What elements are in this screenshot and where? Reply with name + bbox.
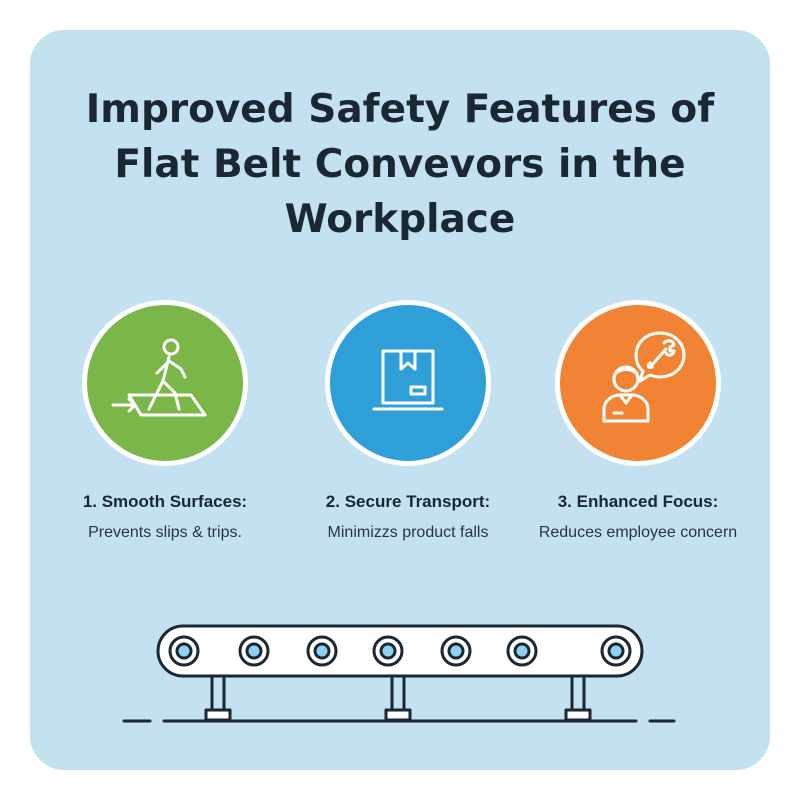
feature-circle-orange [555,300,721,466]
roller [372,635,404,667]
feature-heading: 3. Enhanced Focus: [557,492,719,511]
roller [168,635,200,667]
feature-description: Prevents slips & trips. [88,524,242,541]
roller [440,635,472,667]
flat-belt-conveyor-icon [122,624,676,723]
feature-circle-blue [325,300,491,466]
conveyor-supports [204,676,592,722]
roller [306,635,338,667]
box-package-icon [372,349,444,411]
roller [238,635,270,667]
walking-person-icon [111,338,207,417]
roller [600,635,632,667]
feature-description: Reduces employee concern [538,524,738,541]
feature-enhanced-focus: 3. Enhanced Focus: Reduces employee conc… [513,300,763,542]
roller [506,635,538,667]
employee-wrench-icon [602,331,686,423]
page-title: Improved Safety Features of Flat Belt Co… [85,87,715,242]
conveyor-rollers [168,635,632,667]
feature-heading: 2. Secure Transport: [325,492,491,511]
feature-circle-green [82,300,248,466]
feature-heading: 1. Smooth Surfaces: [82,492,248,511]
feature-smooth-surfaces: 1. Smooth Surfaces: Prevents slips & tri… [40,300,290,542]
feature-description: Minimizzs product falls [327,524,489,541]
feature-secure-transport: 2. Secure Transport: Minimizzs product f… [283,300,533,542]
